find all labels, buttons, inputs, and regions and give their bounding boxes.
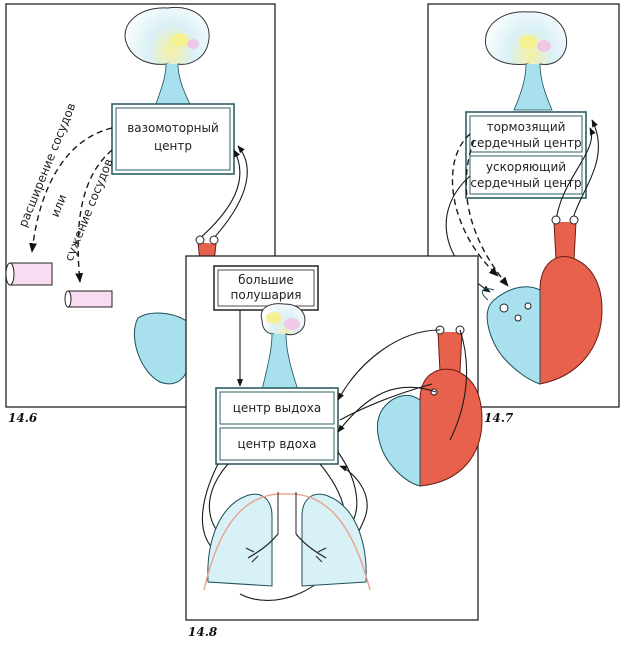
accelerating-label-2: сердечный центр <box>470 176 581 190</box>
afferent-fiber-3 <box>555 127 596 223</box>
vessel-constricted-icon <box>64 290 113 308</box>
afferent-fiber-1 <box>197 149 241 241</box>
caption-14-8: 14.8 <box>188 625 218 639</box>
inhale-center-box <box>219 427 335 461</box>
inhibitory-label-2: сердечный центр <box>470 136 581 150</box>
dilation-arrow <box>29 127 113 253</box>
constriction-arrow <box>75 149 113 283</box>
exhale-center-box <box>219 391 335 425</box>
vasomotor-center-box <box>111 103 235 175</box>
cardiac-centers-box <box>465 111 587 199</box>
vagus-fiber-2 <box>465 139 509 287</box>
cardio-resp-fiber-2 <box>337 386 437 433</box>
hemispheres-box <box>213 265 319 311</box>
caption-14-6: 14.6 <box>8 411 38 425</box>
caption-14-7: 14.7 <box>484 411 514 425</box>
inhale-center-label: центр вдоха <box>238 437 317 451</box>
hemispheres-label-1: большие <box>238 273 294 287</box>
hemispheres-label-2: полушария <box>231 288 302 302</box>
brain-icon-2 <box>485 11 568 111</box>
exhale-center-label: центр выдоха <box>233 401 321 415</box>
afferent-fiber-4 <box>571 119 599 223</box>
heart-icon <box>481 215 603 385</box>
vessel-dilated-icon <box>5 262 53 286</box>
figure-14-6: вазомоторный центр расширение сосудов ил… <box>5 3 276 425</box>
accelerating-center-box <box>469 155 583 195</box>
accelerating-label-1: ускоряющий <box>486 160 566 174</box>
cardio-resp-fiber-4 <box>449 329 468 441</box>
respiratory-centers-box <box>215 387 339 465</box>
vagus-fiber-1 <box>451 133 499 277</box>
afferent-fiber-2 <box>211 145 248 241</box>
lungs-icon <box>203 492 371 591</box>
cardio-resp-fiber-1 <box>337 329 441 401</box>
figure-14-8: большие полушария центр выдоха центр вдо… <box>185 255 483 639</box>
cardio-resp-fiber-3 <box>339 383 433 421</box>
vasomotor-center-label-2: центр <box>154 139 192 153</box>
vasomotor-center-label-1: вазомоторный <box>127 121 219 135</box>
figure-14-7: тормозящий сердечный центр ускоряющий се… <box>427 3 620 425</box>
inhibitory-label-1: тормозящий <box>487 120 566 134</box>
